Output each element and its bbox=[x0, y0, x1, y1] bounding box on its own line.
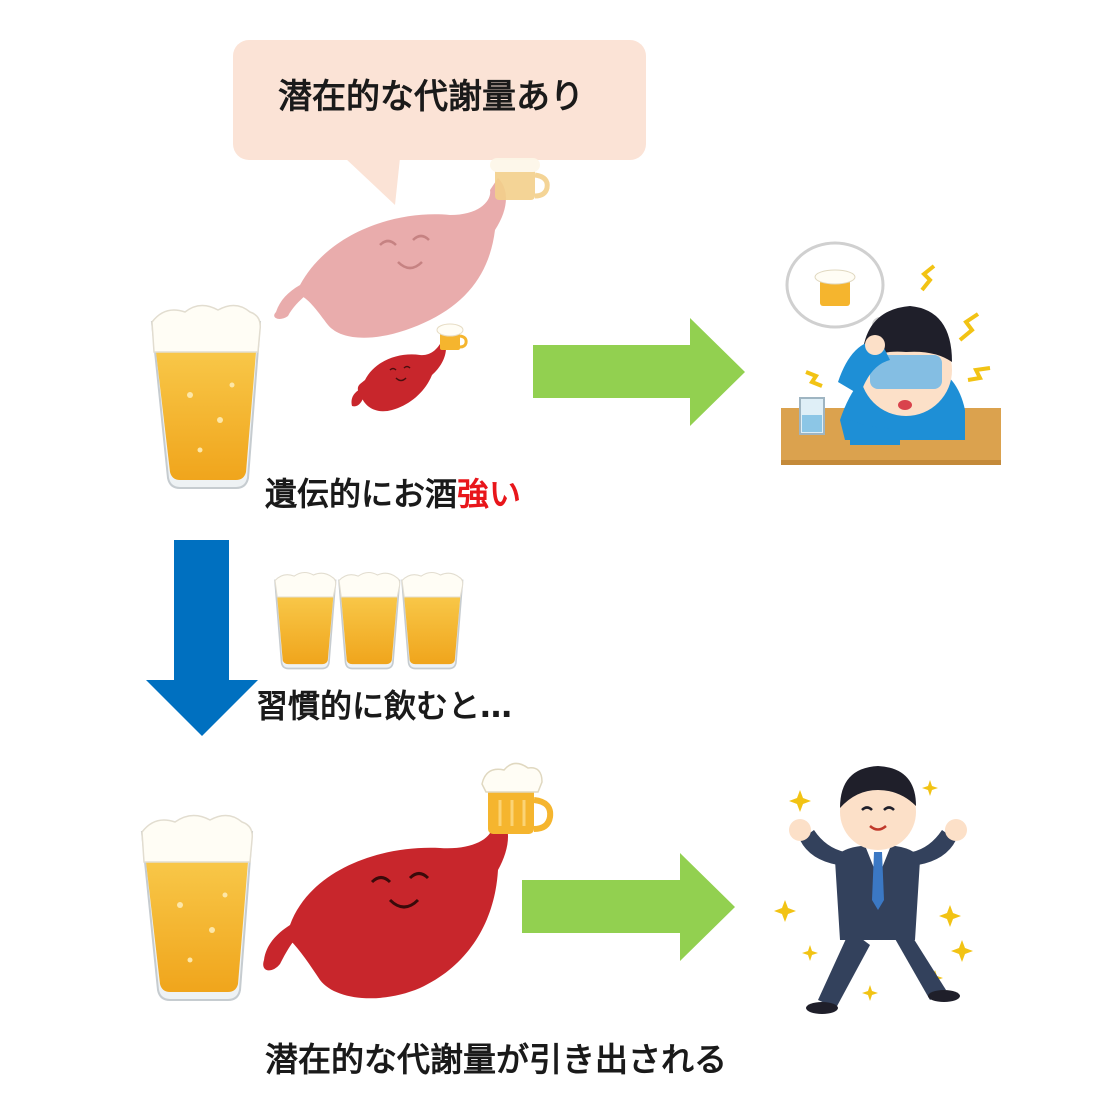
beer-glass-small-1-icon bbox=[274, 571, 337, 670]
beer-mug-faded-icon bbox=[490, 158, 550, 200]
beer-glass-small-3-icon bbox=[401, 571, 464, 670]
liver-strong-icon bbox=[263, 818, 509, 999]
arrow-right-top-icon bbox=[533, 318, 745, 426]
beer-glass-bottom-icon bbox=[140, 814, 254, 1001]
arrow-right-bottom-icon bbox=[522, 853, 735, 961]
label-strong-alcohol: 遺伝的にお酒強い bbox=[265, 478, 521, 510]
arrow-down-icon bbox=[146, 540, 258, 736]
label-result: 潜在的な代謝量が引き出される bbox=[265, 1040, 727, 1079]
beer-glass-top-icon bbox=[150, 304, 262, 489]
label-habitual-drinking: 習慣的に飲むと… bbox=[256, 687, 513, 725]
beer-mug-small-icon bbox=[436, 323, 468, 350]
liver-faded-icon bbox=[274, 178, 506, 338]
speech-bubble bbox=[233, 40, 646, 205]
beer-glass-small-2-icon bbox=[338, 571, 401, 670]
drunk-man-icon bbox=[781, 241, 1001, 465]
beer-mug-large-icon bbox=[481, 762, 554, 834]
label-strong-accent: 強い bbox=[457, 475, 522, 513]
label-strong-prefix: 遺伝的にお酒 bbox=[265, 475, 458, 513]
liver-small-icon bbox=[351, 344, 446, 412]
healthy-businessman-icon bbox=[774, 766, 973, 1014]
speech-bubble-text: 潜在的な代謝量あり bbox=[278, 77, 584, 117]
